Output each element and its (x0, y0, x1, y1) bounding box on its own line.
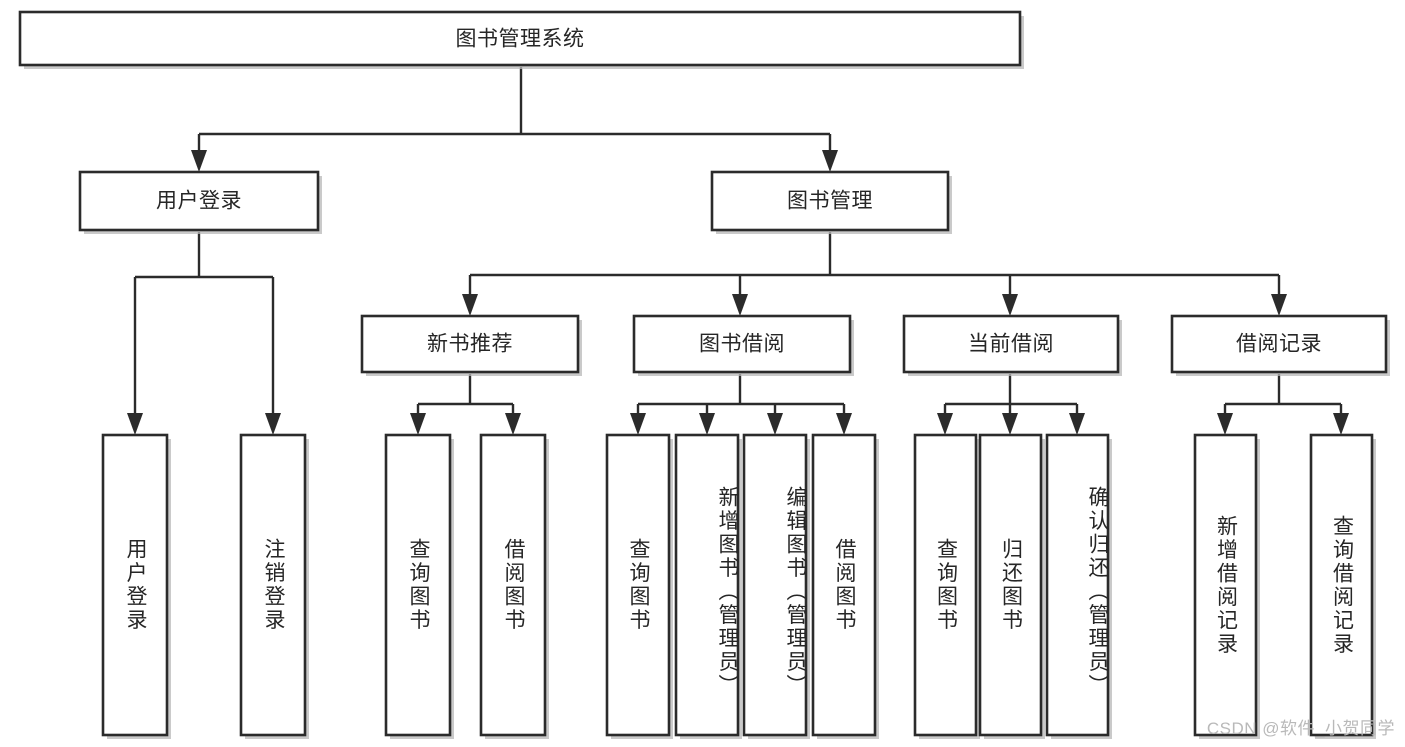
arrow-book-borrow-leaf-3 (767, 413, 783, 435)
node-borrow-record-label: 借阅记录 (1236, 333, 1322, 356)
edge-group-user-login (127, 232, 281, 435)
leaf-node-book-borrow-4[interactable] (811, 433, 879, 739)
edge-group-borrow-record (1217, 374, 1349, 435)
node-book-borrow-label: 图书借阅 (699, 333, 785, 356)
leaf-node-new-book-1[interactable] (384, 433, 454, 739)
leaf-book-borrow-2-box (674, 433, 740, 737)
node-new-book-recommend-label: 新书推荐 (427, 333, 513, 356)
node-book-borrow-box (632, 314, 852, 374)
leaf-current-borrow-3-box (1045, 433, 1110, 737)
leaf-node-book-borrow-3[interactable] (742, 433, 810, 739)
node-borrow-record-box (1170, 314, 1388, 374)
leaf-node-borrow-record-1[interactable] (1193, 433, 1260, 739)
node-current-borrow-label: 当前借阅 (968, 333, 1054, 356)
leaf-node-new-book-2[interactable] (479, 433, 549, 739)
leaf-borrow-record-2-box (1309, 433, 1374, 737)
leaf-node-current-borrow-2[interactable] (978, 433, 1045, 739)
arrow-book-borrow-leaf-2 (699, 413, 715, 435)
node-book-management-label: 图书管理 (787, 190, 873, 213)
leaf-node-current-borrow-1[interactable] (913, 433, 980, 739)
node-current-borrow-box (902, 314, 1120, 374)
leaf-book-borrow-1-box (605, 433, 671, 737)
leaf-node-user-login-1[interactable] (101, 433, 171, 739)
node-book-borrow[interactable]: 图书借阅 (632, 314, 854, 376)
edge-group-current-borrow (937, 374, 1085, 435)
node-current-borrow[interactable]: 当前借阅 (902, 314, 1122, 376)
arrow-borrow-record-leaf-2 (1333, 413, 1349, 435)
arrow-root-to-book-mgmt (822, 150, 838, 172)
leaf-user-login-2-box (239, 433, 307, 737)
arrow-root-to-user-login (191, 150, 207, 172)
node-new-book-recommend-box (360, 314, 580, 374)
edge-group-root (191, 67, 838, 172)
leaf-new-book-1-box (384, 433, 452, 737)
leaf-node-book-borrow-1[interactable] (605, 433, 673, 739)
arrow-current-borrow-leaf-3 (1069, 413, 1085, 435)
arrow-current-borrow-leaf-1 (937, 413, 953, 435)
arrow-current-borrow-leaf-2 (1002, 413, 1018, 435)
leaf-node-book-borrow-2[interactable] (674, 433, 742, 739)
arrow-book-mgmt-child-3 (1002, 294, 1018, 316)
node-borrow-record[interactable]: 借阅记录 (1170, 314, 1390, 376)
node-root[interactable]: 图书管理系统 (18, 10, 1024, 69)
edge-group-book-mgmt (462, 232, 1287, 316)
edge-group-new-book (410, 374, 521, 435)
arrow-new-book-leaf-2 (505, 413, 521, 435)
node-root-label: 图书管理系统 (456, 28, 585, 51)
arrow-user-login-leaf-2 (265, 413, 281, 435)
leaf-node-borrow-record-2[interactable] (1309, 433, 1376, 739)
leaf-current-borrow-2-box (978, 433, 1043, 737)
arrow-user-login-leaf-1 (127, 413, 143, 435)
arrow-new-book-leaf-1 (410, 413, 426, 435)
leaf-user-login-1-box (101, 433, 169, 737)
node-book-management[interactable]: 图书管理 (710, 170, 952, 234)
arrow-book-mgmt-child-1 (462, 294, 478, 316)
leaf-borrow-record-1-box (1193, 433, 1258, 737)
node-book-management-box (710, 170, 950, 232)
edge-group-book-borrow (630, 374, 852, 435)
node-root-box (18, 10, 1022, 67)
arrow-book-mgmt-child-4 (1271, 294, 1287, 316)
node-user-login-label: 用户登录 (156, 190, 242, 213)
node-user-login-box (78, 170, 320, 232)
arrow-borrow-record-leaf-1 (1217, 413, 1233, 435)
node-user-login[interactable]: 用户登录 (78, 170, 322, 234)
leaf-book-borrow-4-box (811, 433, 877, 737)
arrow-book-borrow-leaf-1 (630, 413, 646, 435)
leaf-new-book-2-box (479, 433, 547, 737)
csdn-watermark: CSDN @软件_小贺同学 (1206, 719, 1395, 738)
leaf-node-current-borrow-3[interactable] (1045, 433, 1112, 739)
leaf-node-user-login-2[interactable] (239, 433, 309, 739)
arrow-book-borrow-leaf-4 (836, 413, 852, 435)
node-new-book-recommend[interactable]: 新书推荐 (360, 314, 582, 376)
arrow-book-mgmt-child-2 (732, 294, 748, 316)
leaf-book-borrow-3-box (742, 433, 808, 737)
leaf-current-borrow-1-box (913, 433, 978, 737)
